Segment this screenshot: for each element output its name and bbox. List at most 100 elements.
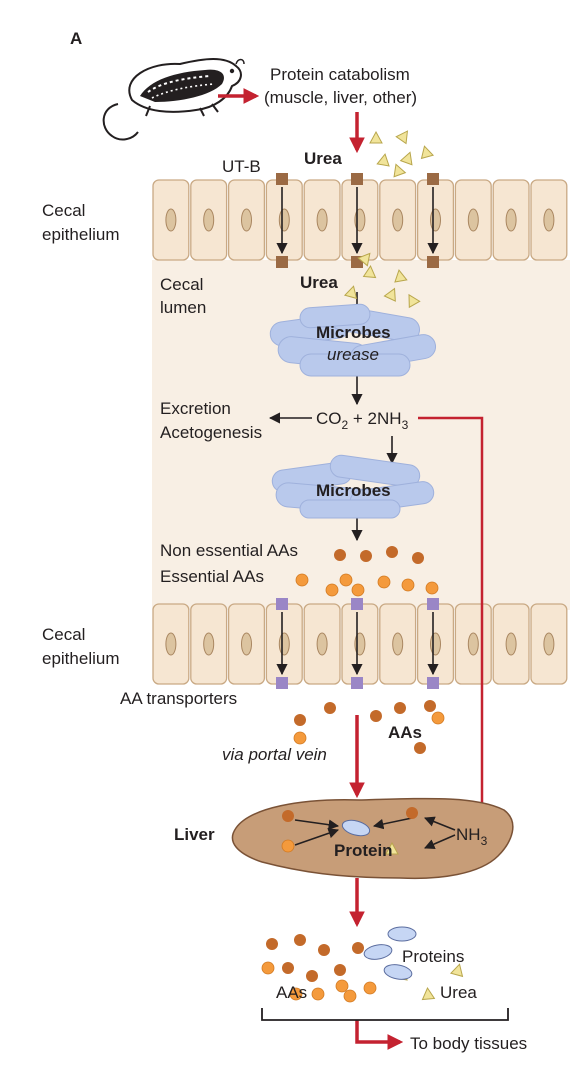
urea-triangle: [369, 130, 383, 144]
protein-oval: [363, 944, 393, 960]
cecal-epithelium-bottom-line2: epithelium: [42, 649, 120, 668]
proteins-output-label: Proteins: [402, 947, 464, 966]
nh3-to-liver-arrow: [418, 416, 488, 828]
nonessential-aa-dot: [406, 807, 418, 819]
nonessential-aa-dot: [414, 742, 426, 754]
essential-aa-dot: [261, 961, 275, 975]
cell-nucleus: [241, 208, 252, 232]
urea-transport-arrows: [276, 187, 439, 255]
cell-nucleus: [430, 632, 441, 656]
essential-aa-dot: [343, 989, 357, 1003]
essential-aa-dot: [425, 581, 439, 595]
cecal-epithelium-top: [152, 179, 568, 261]
catabolism-label-line2: (muscle, liver, other): [264, 88, 417, 107]
cecal-epithelium-top-line1: Cecal: [42, 201, 85, 220]
cell-nucleus: [203, 632, 215, 656]
nonessential-aa-dot: [370, 710, 382, 722]
non-essential-aas-label: Non essential AAs: [160, 541, 298, 560]
nonessential-aa-dot: [424, 700, 436, 712]
essential-aa-dot: [363, 981, 377, 995]
cell-nucleus: [505, 208, 517, 232]
cell-nucleus: [543, 632, 555, 656]
essential-aa-dot: [431, 711, 445, 725]
microbes-label-2: Microbes: [316, 481, 391, 500]
nonessential-aa-dot: [334, 964, 346, 976]
urea-triangle: [449, 963, 464, 978]
cecal-epithelium-bottom: [152, 603, 568, 685]
protein-molecules: [363, 926, 417, 980]
to-body-tissues-arrow: [355, 1020, 404, 1050]
nonessential-aa-dot: [324, 702, 336, 714]
catabolism-label-line1: Protein catabolism: [270, 65, 410, 84]
portal-vein-label: via portal vein: [222, 745, 327, 764]
protein-oval: [383, 964, 413, 980]
cecal-lumen-line2: lumen: [160, 298, 206, 317]
cell-nucleus: [278, 632, 290, 656]
nonessential-aa-dot: [294, 714, 306, 726]
liver-nh3-label: NH3: [456, 825, 488, 848]
liver-label: Liver: [174, 825, 215, 844]
nonessential-aa-dot: [334, 549, 346, 561]
urea-triangle: [343, 285, 358, 300]
cell-nucleus: [203, 208, 215, 232]
aas-output-label: AAs: [276, 983, 307, 1002]
cell-nucleus: [316, 208, 328, 232]
cell-nucleus: [543, 208, 555, 232]
urea-triangle: [421, 986, 436, 1001]
urea-label-lumen: Urea: [300, 273, 338, 292]
essential-aas-label: Essential AAs: [160, 567, 264, 586]
essential-aa-dot: [339, 573, 353, 587]
amino-acid-molecules: [261, 546, 445, 1003]
essential-aa-dot: [289, 987, 303, 1001]
nonessential-aa-dot: [412, 552, 424, 564]
essential-aa-dot: [295, 573, 309, 587]
microbes-cluster-1: [269, 303, 437, 377]
urea-triangle: [395, 130, 409, 145]
nonessential-aa-dot: [318, 944, 330, 956]
output-bracket: [261, 1008, 509, 1021]
nonessential-aa-dot: [282, 810, 294, 822]
aa-transport-arrows: [276, 612, 439, 676]
liver-protein-label: Protein: [334, 841, 393, 860]
cell-nucleus: [392, 632, 404, 656]
panel-label: A: [70, 29, 82, 48]
nonessential-aa-dot: [282, 962, 294, 974]
urea-triangle: [399, 151, 413, 166]
urea-triangle: [408, 293, 421, 309]
nonessential-aa-dot: [360, 550, 372, 562]
essential-aa-dot: [281, 839, 295, 853]
reaction-equation: CO2 + 2NH3: [316, 409, 409, 432]
protein-oval: [387, 926, 417, 942]
urea-triangle: [393, 163, 407, 178]
cell-nucleus: [165, 632, 177, 656]
urea-triangle: [394, 269, 408, 283]
cecal-lumen-line1: Cecal: [160, 275, 203, 294]
cell-nucleus: [316, 632, 328, 656]
nonessential-aa-dot: [294, 934, 306, 946]
cecal-epithelium-bottom-line1: Cecal: [42, 625, 85, 644]
urea-triangle: [362, 264, 377, 279]
nonessential-aa-dot: [352, 942, 364, 954]
ut-b-label: UT-B: [222, 157, 261, 176]
excretion-label: Excretion: [160, 399, 231, 418]
cell-nucleus: [241, 632, 252, 656]
aas-label: AAs: [388, 723, 422, 742]
urea-triangle: [420, 145, 435, 160]
urea-output-label: Urea: [440, 983, 477, 1002]
acetogenesis-label: Acetogenesis: [160, 423, 262, 442]
cell-nucleus: [392, 208, 404, 232]
cell-nucleus: [467, 632, 479, 656]
red-flow-arrows: [218, 88, 488, 1050]
urea-triangle: [385, 841, 399, 855]
liver-arrows: [294, 816, 456, 850]
liver-protein-oval: [341, 819, 371, 837]
microbes-label: Microbes: [316, 323, 391, 342]
ground-squirrel-illustration: [102, 58, 245, 141]
essential-aa-dot: [293, 731, 307, 745]
cell-nucleus: [165, 208, 177, 232]
essential-aa-dot: [351, 583, 365, 597]
cecal-epithelium-top-line2: epithelium: [42, 225, 120, 244]
essential-aa-dot: [377, 575, 391, 589]
urea-triangle: [383, 287, 396, 302]
